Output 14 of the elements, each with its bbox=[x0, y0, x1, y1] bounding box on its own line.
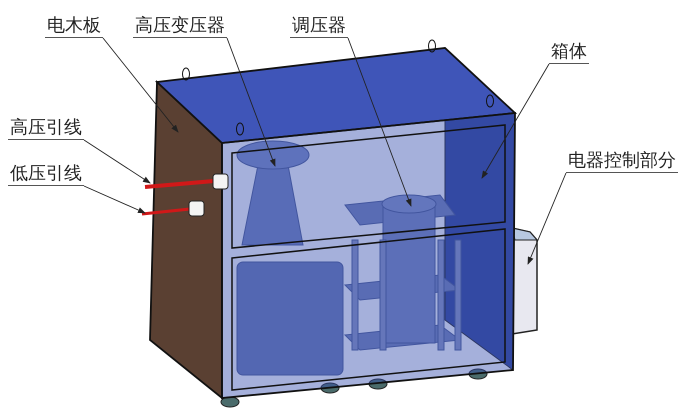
part-label: 调压器 bbox=[290, 15, 348, 38]
part-label: 电器控制部分 bbox=[566, 150, 678, 173]
leader-line bbox=[348, 38, 412, 207]
leader-line bbox=[226, 38, 276, 167]
leader-line bbox=[84, 186, 146, 214]
part-label: 电木板 bbox=[45, 15, 103, 38]
part-label: 高压引线 bbox=[8, 117, 84, 140]
part-label: 箱体 bbox=[549, 41, 589, 64]
leader-line bbox=[84, 140, 151, 184]
leader-line bbox=[482, 64, 550, 179]
part-label: 低压引线 bbox=[8, 163, 84, 186]
leader-line bbox=[528, 172, 566, 265]
leader-line bbox=[102, 38, 179, 133]
part-label: 高压变压器 bbox=[133, 15, 227, 38]
